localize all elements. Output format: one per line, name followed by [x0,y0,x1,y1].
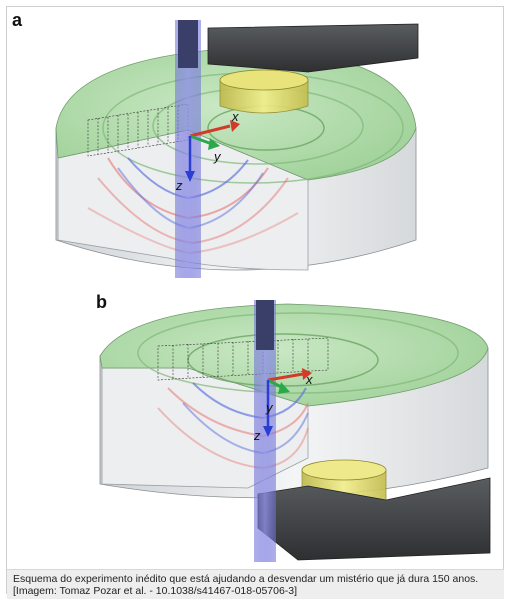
probe-tip-a [178,20,198,68]
axis-label-z-b: z [253,428,261,443]
laser-beam-b [254,300,276,562]
axis-y-head-a [208,138,220,150]
panel-b: b x y z [96,292,491,562]
lens-top-b [301,459,387,481]
experiment-diagram: a x y z [12,10,491,562]
axis-label-y-b: y [265,400,274,415]
objective-housing-a [207,23,419,73]
panel-label-b: b [96,292,107,312]
axis-label-z-a: z [175,178,183,193]
axis-label-y-a: y [213,149,222,164]
panel-a: a x y z [12,10,419,278]
axis-label-x-b: x [305,372,313,387]
caption-text: Esquema do experimento inédito que está … [13,573,479,585]
lens-top-a [219,69,309,91]
probe-tip-b [256,300,274,350]
caption-credit: [Imagem: Tomaz Pozar et al. - 10.1038/s4… [13,585,298,597]
axis-z-head-b [263,426,273,437]
specimen-top-b [99,303,489,407]
axis-label-x-a: x [231,109,239,124]
axis-y-arrow-a [189,134,213,146]
figure-caption: Esquema do experimento inédito que está … [7,569,504,599]
axis-x-arrow-b [267,372,304,382]
axis-z-head-a [185,171,195,182]
axis-x-head-a [230,120,240,132]
axis-y-head-b [278,382,290,394]
axis-x-head-b [302,368,312,380]
ripple-b1 [137,312,459,394]
axis-x-arrow-a [189,124,231,138]
specimen-top-a [55,47,417,181]
panel-label-a: a [12,10,23,30]
